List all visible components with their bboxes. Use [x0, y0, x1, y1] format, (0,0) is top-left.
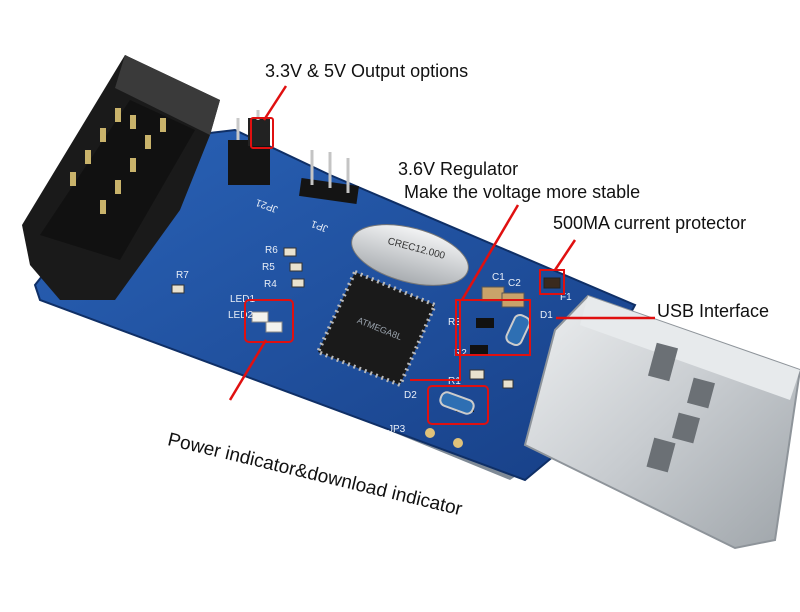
- current-protector-callout-label: 500MA current protector: [553, 213, 747, 233]
- callout-boxes: [244, 117, 565, 425]
- silk-r1: R1: [448, 376, 461, 387]
- microcontroller-chip: ATMEGA8L: [315, 269, 438, 388]
- usb-interface-callout-label: USB Interface: [657, 301, 770, 321]
- silk-f1: F1: [560, 292, 572, 303]
- silk-led2: LED2: [228, 310, 253, 321]
- jumper-jp21: [228, 110, 270, 185]
- silk-r6: R6: [265, 245, 278, 256]
- silk-c1: C1: [492, 272, 505, 283]
- jumper-callout-label: 3.3V & 5V Output options: [265, 61, 469, 81]
- idc-header: [22, 55, 220, 300]
- silk-jp3: JP3: [388, 424, 406, 435]
- led-indicators: [251, 311, 283, 333]
- fuse-f1: [543, 277, 561, 289]
- silk-d2: D2: [404, 390, 417, 401]
- silk-r4: R4: [264, 279, 277, 290]
- jp3-pads: [425, 428, 463, 448]
- silk-r7: R7: [176, 270, 189, 281]
- usb-connector: [523, 294, 800, 550]
- silk-r5: R5: [262, 262, 275, 273]
- callout-lines: [228, 85, 655, 401]
- regulator-callout-subtitle: Make the voltage more stable: [404, 182, 641, 202]
- silk-c2: C2: [508, 278, 521, 289]
- regulator-callout-title: 3.6V Regulator: [398, 159, 519, 179]
- pin-header-jp1: [299, 150, 359, 204]
- silk-led1: LED1: [230, 294, 255, 305]
- diode-d1: [505, 313, 531, 347]
- crystal-oscillator: CREC12.000: [351, 224, 469, 286]
- diode-d2: [439, 391, 475, 415]
- smd-components: [171, 247, 514, 389]
- silk-d1: D1: [540, 310, 553, 321]
- silk-r3: R3: [448, 317, 461, 328]
